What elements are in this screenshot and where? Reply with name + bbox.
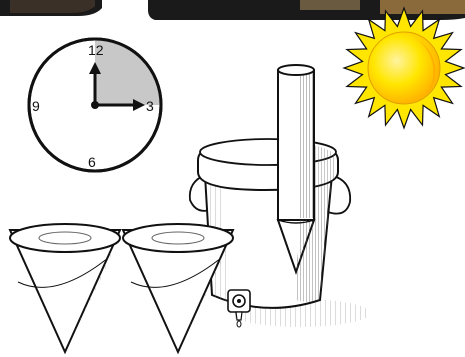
top-left-photo-crop <box>0 0 102 16</box>
clock-numeral-6: 6 <box>88 154 96 170</box>
clock: 12 3 6 9 <box>29 39 161 171</box>
clock-numeral-12: 12 <box>88 42 104 58</box>
clock-numeral-3: 3 <box>146 98 154 114</box>
sun-icon <box>344 8 464 128</box>
water-cooler-icon <box>190 65 370 327</box>
paper-cone-cup-icon-left <box>10 224 120 352</box>
clock-numeral-9: 9 <box>32 98 40 114</box>
